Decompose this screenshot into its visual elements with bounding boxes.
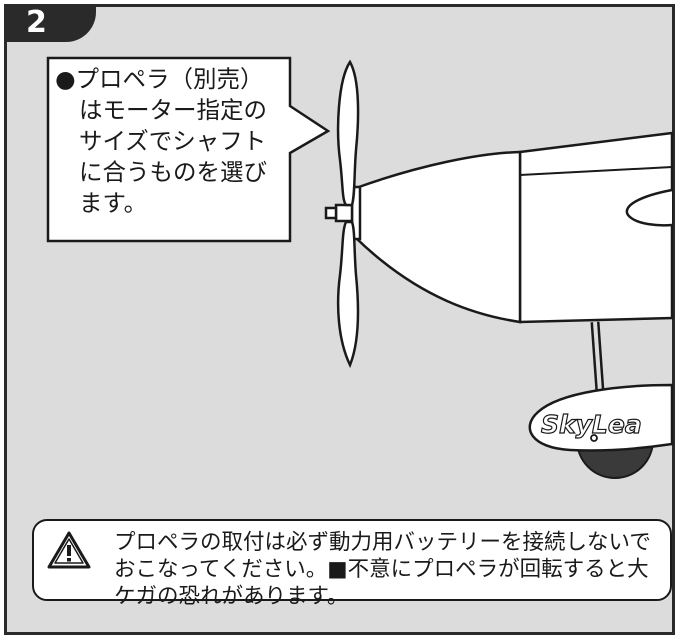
- wheel-axle: [590, 434, 598, 442]
- callout-line-1: プロペラ（別売）: [75, 65, 264, 93]
- prop-shaft: [334, 203, 354, 223]
- callout-box: [46, 56, 331, 243]
- step-number-badge: 2: [4, 4, 96, 42]
- propeller-lower-blade: [336, 220, 360, 369]
- callout-bullet: ●: [55, 65, 76, 93]
- warning-triangle-icon: [47, 531, 91, 569]
- skyleaf-logo: SkyLea: [541, 410, 642, 439]
- step-number: 2: [26, 5, 47, 40]
- wheel-pant: [528, 383, 674, 452]
- callout-body: はモーター指定のサイズでシャフトに合うものを選びます。: [79, 96, 267, 217]
- canopy-window: [625, 188, 673, 227]
- fuselage-panel-line: [519, 166, 673, 176]
- landing-gear-strut-inner: [593, 321, 602, 393]
- fuselage: [518, 131, 674, 324]
- callout-text: ●プロペラ（別売） はモーター指定のサイズでシャフトに合うものを選びます。: [55, 64, 287, 219]
- propeller-upper-blade: [336, 59, 360, 207]
- motor-cowling: [354, 150, 522, 324]
- prop-nut: [324, 206, 338, 220]
- warning-box: [32, 519, 672, 601]
- callout-lead: ●プロペラ（別売）: [55, 64, 287, 95]
- warning-text: プロペラの取付は必ず動力用バッテリーを接続しないでおこなってください。■不意にプ…: [114, 530, 651, 609]
